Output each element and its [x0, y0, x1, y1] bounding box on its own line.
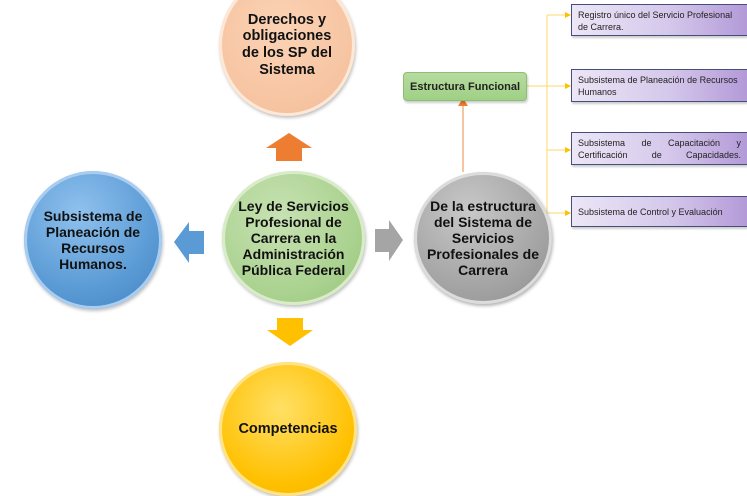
- subsystem-box-capacitacion: Subsistema de Capacitación y Certificaci…: [571, 132, 747, 165]
- subsystem-label: Registro único del Servicio Profesional …: [578, 10, 733, 33]
- node-label: Ley de Servicios Profesional de Carrera …: [238, 197, 349, 279]
- arrow-right-icon: [375, 220, 403, 261]
- arrow-down-icon: [267, 318, 313, 346]
- node-competencias: Competencias: [219, 362, 357, 496]
- connector-arrowhead: [565, 210, 571, 216]
- subsystem-label: Subsistema de Control y Evaluación: [578, 206, 723, 217]
- arrow-up-icon: [266, 133, 312, 161]
- node-derechos-obligaciones: Derechos y obligaciones de los SP del Si…: [219, 0, 355, 116]
- node-subsistema-planeacion: Subsistema de Planeación de Recursos Hum…: [24, 171, 162, 309]
- subsystem-label: Subsistema de Capacitación y Certificaci…: [578, 138, 741, 161]
- estructura-funcional-label: Estructura Funcional: [409, 80, 521, 93]
- subsystem-box-registro: Registro único del Servicio Profesional …: [571, 4, 747, 36]
- estructura-funcional-box: Estructura Funcional: [403, 72, 527, 101]
- node-label: Competencias: [238, 420, 338, 437]
- node-label: Derechos y obligaciones de los SP del Si…: [242, 11, 332, 78]
- connector-arrowhead: [565, 147, 571, 153]
- connector-arrowhead-up: [458, 98, 468, 106]
- node-label: Subsistema de Planeación de Recursos Hum…: [43, 207, 143, 273]
- connector-arrowhead: [565, 83, 571, 89]
- connector-arrowhead: [565, 12, 571, 18]
- node-estructura-sistema: De la estructura del Sistema de Servicio…: [414, 172, 552, 304]
- subsystem-box-planeacion: Subsistema de Planeación de Recursos Hum…: [571, 69, 747, 102]
- node-label: De la estructura del Sistema de Servicio…: [426, 197, 540, 279]
- subsystem-label: Subsistema de Planeación de Recursos Hum…: [578, 75, 738, 98]
- subsystem-box-control-evaluacion: Subsistema de Control y Evaluación: [571, 196, 747, 227]
- node-ley-servicio-profesional: Ley de Servicios Profesional de Carrera …: [222, 171, 365, 305]
- arrow-left-icon: [174, 222, 204, 263]
